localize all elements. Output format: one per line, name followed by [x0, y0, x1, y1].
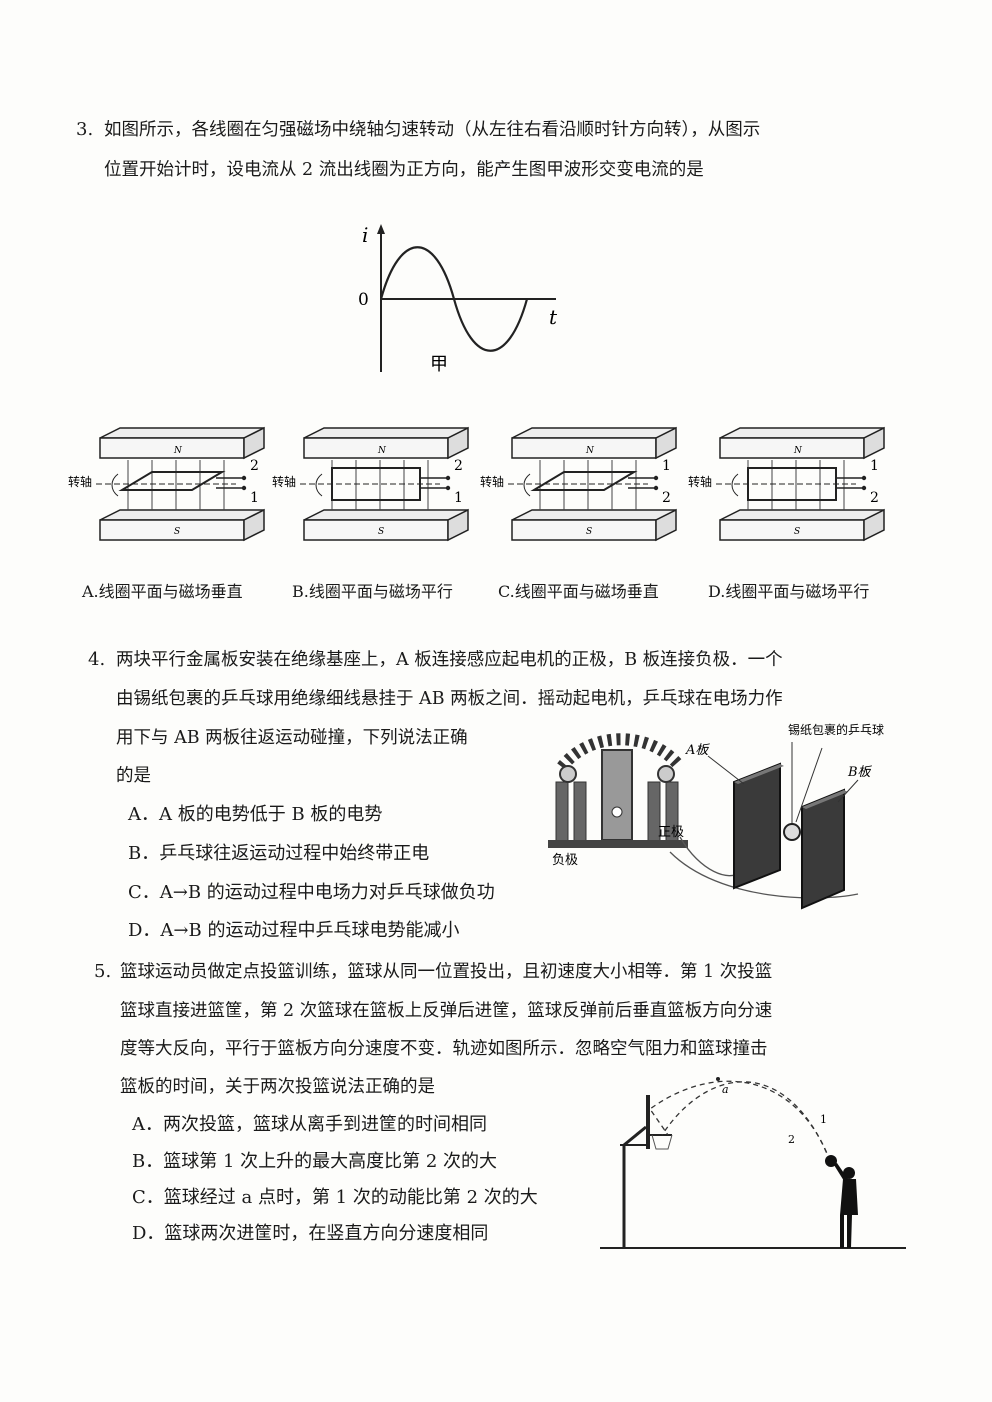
plate-b-label: B板 [847, 765, 873, 780]
trajectory-2-label: 2 [788, 1133, 795, 1146]
trajectory-1 [661, 1081, 831, 1162]
north-pole-label: N [377, 446, 387, 456]
south-pole-label: S [378, 527, 384, 537]
q5-option-c[interactable]: C．篮球经过 a 点时，第 1 次的动能比第 2 次的大 [132, 1187, 538, 1208]
ping-pong-ball-icon [783, 823, 801, 841]
wire-to-b [669, 851, 859, 899]
trajectory-2 [649, 1080, 831, 1162]
terminal-lower-label: 2 [662, 490, 671, 506]
q3-stem-line2: 位置开始计时，设电流从 2 流出线圈为正方向，能产生图甲波形交变电流的是 [104, 160, 704, 180]
wire-to-a [679, 836, 741, 877]
south-pole-label: S [174, 527, 180, 537]
q5-option-a[interactable]: A．两次投篮，篮球从离手到进筐的时间相同 [132, 1114, 487, 1135]
graph-caption: 甲 [430, 354, 448, 375]
terminal-lower-label: 1 [454, 490, 463, 506]
north-pole-label: N [173, 446, 183, 456]
q4-option-d[interactable]: D．A→B 的运动过程中乒乓球电势能减小 [128, 920, 460, 941]
q4-stem-line4: 的是 [116, 766, 151, 786]
terminal-upper-label: 1 [662, 458, 671, 474]
sine-curve [379, 246, 529, 352]
q4-figure: 负极 正极 A板 锡纸包裹的乒乓球 B板 [548, 722, 884, 910]
q3-stem-line1: 如图所示，各线圈在匀强磁场中绕轴匀速转动（从左往右看沿顺时针方向转），从图示 [104, 120, 761, 140]
point-a [716, 1077, 720, 1081]
q3-option-c[interactable]: C.线圈平面与磁场垂直 [498, 582, 659, 601]
q4-option-a[interactable]: A．A 板的电势低于 B 板的电势 [128, 804, 383, 825]
q4-option-b[interactable]: B．乒乓球往返运动过程中始终带正电 [128, 843, 430, 864]
ball-label: 锡纸包裹的乒乓球 [788, 722, 884, 737]
q3-option-d[interactable]: D.线圈平面与磁场平行 [708, 582, 870, 601]
hoop-net [651, 1134, 673, 1150]
rotation-axis-label: 转轴 [272, 474, 296, 489]
q5-stem-line2: 篮球直接进篮筐，第 2 次篮球在篮板上反弹后进筐，篮球反弹前后垂直篮板方向分速 [120, 1001, 773, 1021]
q5-stem-line4: 篮板的时间，关于两次投篮说法正确的是 [120, 1077, 435, 1097]
q5-stem-line1: 篮球运动员做定点投篮训练，篮球从同一位置投出，且初速度大小相等．第 1 次投篮 [120, 962, 773, 982]
trajectory-1-label: 1 [820, 1113, 827, 1126]
graph-y-arrow [377, 224, 385, 234]
terminal-lower-label: 1 [250, 490, 259, 506]
q4-stem-line3: 用下与 AB 两板往返运动碰撞，下列说法正确 [116, 728, 468, 748]
q5-stem-line3: 度等大反向，平行于篮板方向分速度不变．轨迹如图所示．忽略空气阻力和篮球撞击 [120, 1039, 768, 1059]
positive-terminal-label: 正极 [658, 825, 684, 840]
q5-option-b[interactable]: B．篮球第 1 次上升的最大高度比第 2 次的大 [132, 1151, 498, 1172]
plate-b [801, 788, 845, 910]
terminal-lower-label: 2 [870, 490, 879, 506]
q5-option-d[interactable]: D．篮球两次进筐时，在竖直方向分速度相同 [132, 1223, 489, 1244]
q4-number: 4. [88, 649, 106, 670]
coil-figure-c: N S 转轴 1 2 [480, 426, 677, 542]
rotation-axis-label: 转轴 [688, 474, 712, 489]
plate-a-label: A板 [685, 743, 710, 758]
point-a-label: a [722, 1083, 729, 1096]
graph-origin-label: 0 [358, 290, 369, 310]
rotation-axis-label: 转轴 [68, 474, 92, 489]
coil-figure-d: N S 转轴 1 2 [688, 426, 885, 542]
graph-x-label: t [549, 305, 558, 329]
coil-figure-b: N S 转轴 2 1 [272, 426, 469, 542]
q3-waveform-graph: i 0 t 甲 [358, 223, 558, 375]
negative-terminal-label: 负极 [552, 853, 578, 868]
q5-figure: a 1 2 [600, 1077, 906, 1249]
south-pole-label: S [794, 527, 800, 537]
player-silhouette-icon [834, 1163, 858, 1248]
terminal-upper-label: 2 [250, 458, 259, 474]
terminal-upper-label: 1 [870, 458, 879, 474]
terminal-upper-label: 2 [454, 458, 463, 474]
q4-stem-line1: 两块平行金属板安装在绝缘基座上，A 板连接感应起电机的正极，B 板连接负极．一个 [116, 650, 783, 670]
rotation-axis-label: 转轴 [480, 474, 504, 489]
q3-option-a[interactable]: A.线圈平面与磁场垂直 [82, 582, 243, 601]
south-pole-label: S [586, 527, 592, 537]
north-pole-label: N [585, 446, 595, 456]
q4-option-c[interactable]: C．A→B 的运动过程中电场力对乒乓球做负功 [128, 882, 495, 903]
coil-figure-a: N S 转轴 2 1 [68, 426, 265, 542]
graph-y-label: i [362, 223, 368, 247]
q3-number: 3. [76, 119, 94, 140]
north-pole-label: N [793, 446, 803, 456]
electrostatic-generator-icon [548, 733, 688, 848]
q3-option-b[interactable]: B.线圈平面与磁场平行 [292, 582, 453, 601]
basketball-icon [825, 1155, 837, 1167]
q5-number: 5. [94, 961, 112, 982]
q4-stem-line2: 由锡纸包裹的乒乓球用绝缘细线悬挂于 AB 两板之间．摇动起电机，乒乓球在电场力作 [116, 689, 783, 709]
